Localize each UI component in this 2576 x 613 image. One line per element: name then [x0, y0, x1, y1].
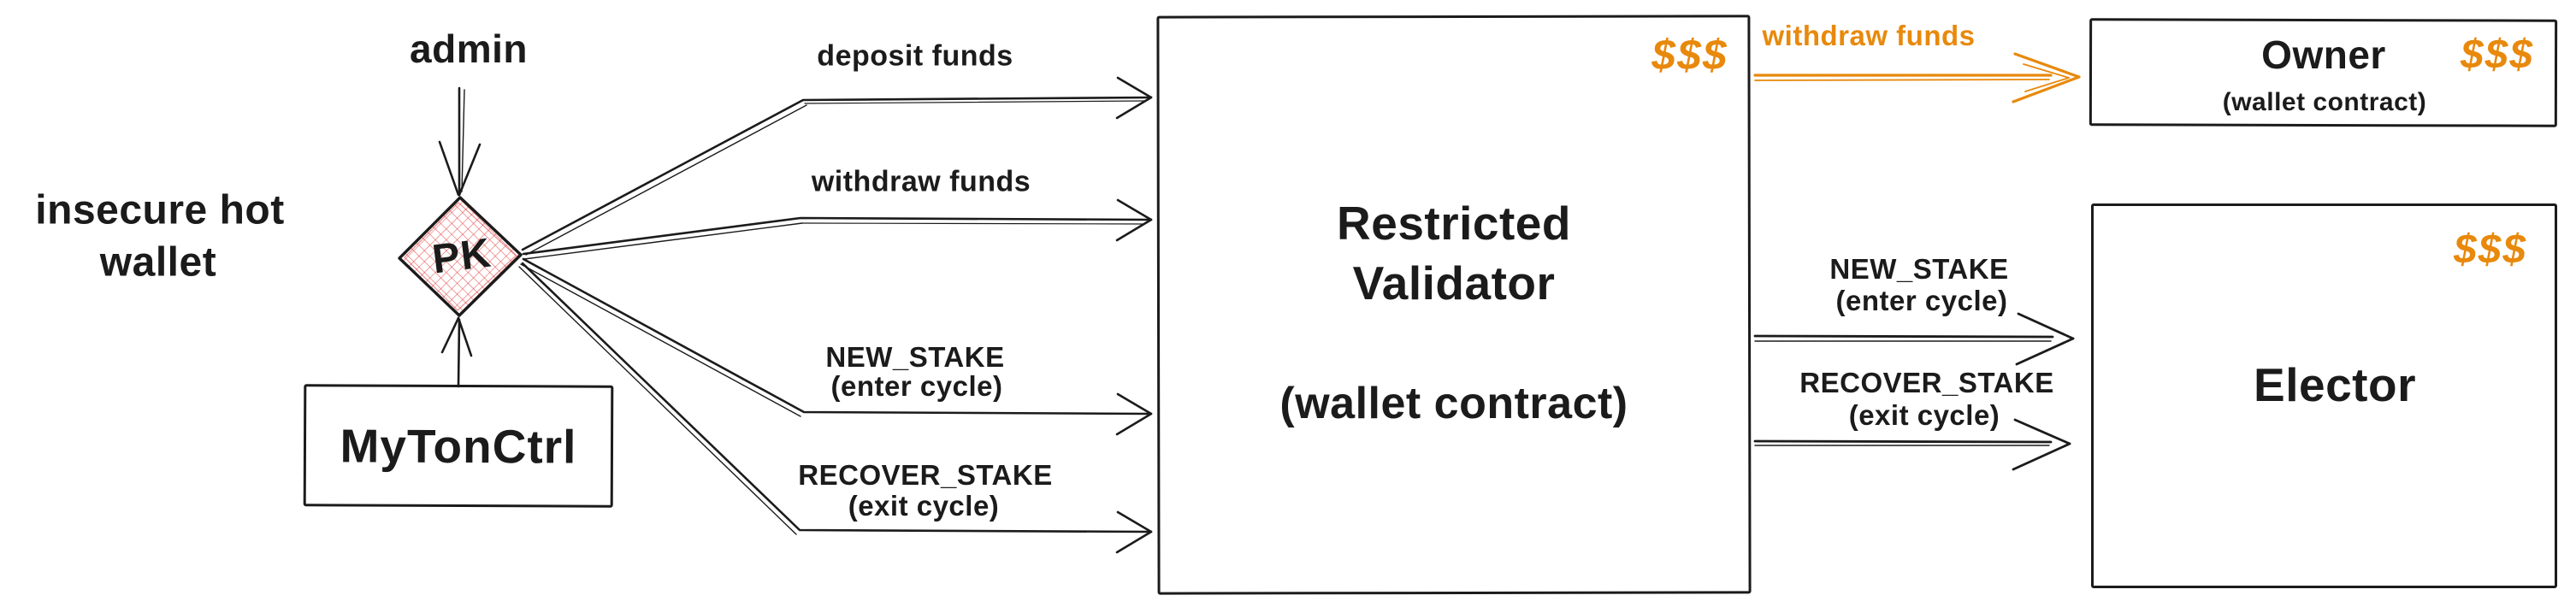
elector-box: [2091, 203, 2557, 588]
arrow-deposit-funds: [521, 76, 1153, 256]
withdraw-funds-to-owner-label: withdraw funds: [1762, 20, 1976, 51]
recover-stake-to-elector-sublabel: (exit cycle): [1848, 399, 2000, 431]
mytonctrl-label: MyTonCtrl: [340, 418, 577, 474]
arrow-new-stake-to-elector: [1753, 312, 2075, 366]
arrow-withdraw-funds-to-owner: [1753, 52, 2081, 103]
private-key-diamond: [398, 196, 523, 317]
arrow-recover-stake: [518, 262, 1153, 554]
mytonctrl-to-pk-arrow: [440, 316, 473, 388]
elector-title: Elector: [2254, 358, 2416, 411]
validator-subtitle: (wallet contract): [1279, 379, 1628, 428]
new-stake-sublabel: (enter cycle): [830, 370, 1003, 402]
recover-stake-label: RECOVER_STAKE: [798, 459, 1053, 491]
owner-money-badge: $$$: [2460, 32, 2535, 78]
deposit-funds-label: deposit funds: [817, 39, 1013, 73]
validator-title-line2: Validator: [1352, 256, 1556, 309]
validator-money-badge: $$$: [1651, 31, 1728, 79]
validator-title-line1: Restricted: [1337, 197, 1571, 250]
new-stake-to-elector-sublabel: (enter cycle): [1835, 285, 2008, 316]
admin-label: admin: [410, 27, 528, 71]
recover-stake-to-elector-label: RECOVER_STAKE: [1799, 367, 2054, 398]
arrow-recover-stake-to-elector: [1753, 418, 2071, 471]
insecure-hot-wallet-label-line1: insecure hot: [35, 187, 285, 233]
elector-money-badge: $$$: [2453, 227, 2528, 273]
new-stake-to-elector-label: NEW_STAKE: [1829, 253, 2009, 285]
mytonctrl-box: MyTonCtrl: [303, 384, 614, 508]
withdraw-funds-label: withdraw funds: [811, 165, 1031, 198]
owner-title: Owner: [2261, 32, 2386, 77]
recover-stake-sublabel: (exit cycle): [848, 490, 1000, 522]
pk-diamond-label: PK: [429, 230, 494, 283]
arrow-new-stake: [520, 257, 1153, 436]
admin-to-pk-arrow: [438, 86, 482, 197]
arrow-withdraw-funds: [522, 198, 1153, 260]
insecure-hot-wallet-label-line2: wallet: [99, 239, 217, 286]
new-stake-label: NEW_STAKE: [825, 341, 1005, 373]
owner-subtitle: (wallet contract): [2222, 88, 2427, 116]
